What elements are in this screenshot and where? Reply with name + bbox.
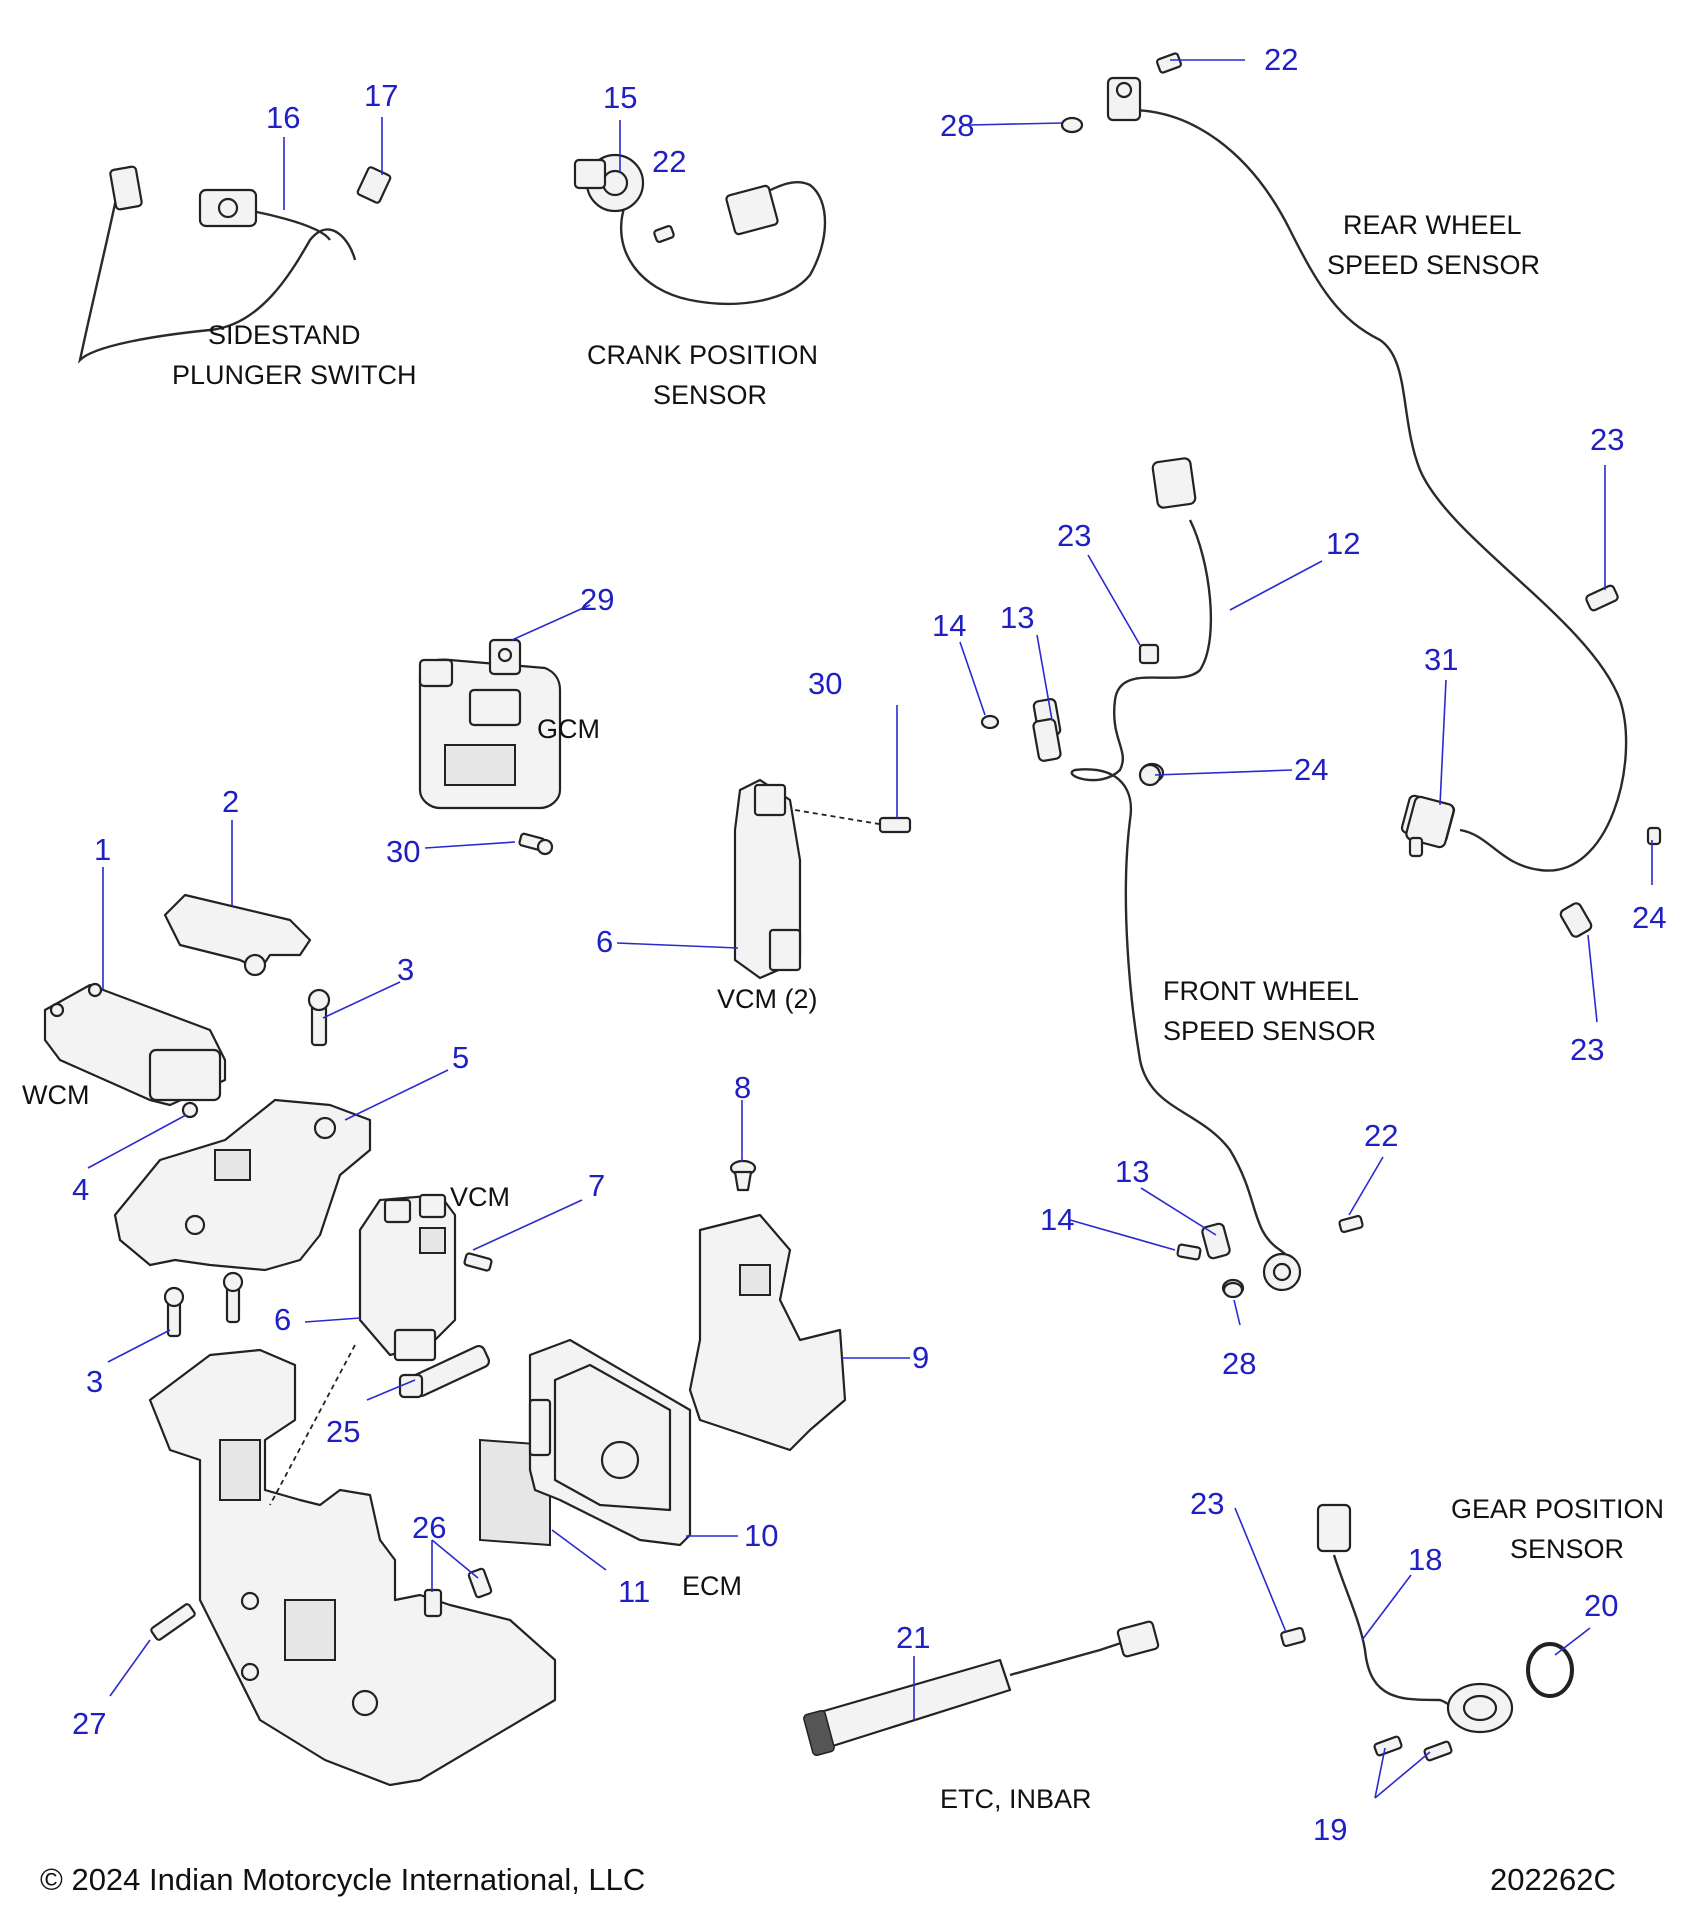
clip-25-art: [398, 1344, 491, 1399]
bracket-2-art: [163, 893, 312, 977]
callout-6a: 6: [596, 924, 613, 959]
callout-13a: 13: [1000, 600, 1034, 635]
leader-lines: [87, 59, 1653, 1799]
callout-23d: 23: [1190, 1486, 1224, 1521]
callout-6b: 6: [274, 1302, 291, 1337]
crank-sensor-art: [573, 153, 827, 306]
callout-20: 20: [1584, 1588, 1618, 1623]
callout-5: 5: [452, 1040, 469, 1075]
label-ecm: ECM: [682, 1571, 742, 1601]
callout-16: 16: [266, 100, 300, 135]
callout-4: 4: [72, 1172, 89, 1207]
gear-sensor-art: [1280, 1503, 1574, 1762]
label-rear-wheel-line1: REAR WHEEL: [1343, 210, 1522, 240]
callout-2: 2: [222, 784, 239, 819]
label-wcm: WCM: [22, 1080, 89, 1110]
etc-inbar-art: [803, 1620, 1160, 1756]
gcm-module-art: [418, 638, 562, 810]
callout-18: 18: [1408, 1542, 1442, 1577]
push-rivet-art: [729, 1159, 757, 1192]
label-rear-wheel-line2: SPEED SENSOR: [1327, 250, 1540, 280]
callout-23b: 23: [1590, 422, 1624, 457]
label-front-wheel-line1: FRONT WHEEL: [1163, 976, 1359, 1006]
callout-21: 21: [896, 1620, 930, 1655]
wcm-module-art: [43, 982, 227, 1107]
label-crank-line2: SENSOR: [653, 380, 767, 410]
bracket-9-art: [688, 1213, 847, 1452]
callout-14b: 14: [1040, 1202, 1074, 1237]
callout-22c: 22: [1364, 1118, 1398, 1153]
callout-9: 9: [912, 1340, 929, 1375]
callout-10: 10: [744, 1518, 778, 1553]
callout-1: 1: [94, 832, 111, 867]
callout-25: 25: [326, 1414, 360, 1449]
callout-13b: 13: [1115, 1154, 1149, 1189]
callout-3b: 3: [86, 1364, 103, 1399]
label-front-wheel-line2: SPEED SENSOR: [1163, 1016, 1376, 1046]
callout-3a: 3: [397, 952, 414, 987]
callout-22b: 22: [652, 144, 686, 179]
copyright-text: © 2024 Indian Motorcycle International, …: [40, 1862, 645, 1897]
callout-28a: 28: [940, 108, 974, 143]
label-vcm: VCM: [450, 1182, 510, 1212]
callout-29: 29: [580, 582, 614, 617]
callout-numbers: 1 2 3 3 4 5 6 6 7 8 9 10 11 12 13 13 14 …: [72, 42, 1666, 1847]
callout-17: 17: [364, 78, 398, 113]
callout-26: 26: [412, 1510, 446, 1545]
callout-12: 12: [1326, 526, 1360, 561]
callout-23c: 23: [1570, 1032, 1604, 1067]
screw-art: [163, 988, 331, 1338]
rear-sensor-31-art: [1405, 795, 1455, 858]
vcm-module-art: [358, 1193, 457, 1362]
assembly-labels: SIDESTAND PLUNGER SWITCH CRANK POSITION …: [22, 210, 1664, 1814]
callout-22a: 22: [1264, 42, 1298, 77]
ecm-module-art: [528, 1338, 692, 1547]
sidestand-switch-art: [77, 165, 392, 364]
small-clips-art: [980, 584, 1662, 1299]
drawing-number: 202262C: [1490, 1862, 1616, 1897]
screw-7-art: [463, 1252, 493, 1272]
callout-7: 7: [588, 1168, 605, 1203]
callout-24b: 24: [1632, 900, 1666, 935]
label-sidestand-line2: PLUNGER SWITCH: [172, 360, 417, 390]
label-gcm: GCM: [537, 714, 600, 744]
callout-27: 27: [72, 1706, 106, 1741]
label-etc-inbar: ETC, INBAR: [940, 1784, 1092, 1814]
tray-5-art: [113, 1098, 372, 1272]
front-wheel-sensor-art: [1032, 457, 1302, 1298]
callout-11: 11: [618, 1574, 650, 1609]
footer: © 2024 Indian Motorcycle International, …: [40, 1862, 1616, 1897]
label-sidestand-line1: SIDESTAND: [208, 320, 361, 350]
callout-15: 15: [603, 80, 637, 115]
callout-30a: 30: [808, 666, 842, 701]
callout-19: 19: [1313, 1812, 1347, 1847]
callout-8: 8: [734, 1070, 751, 1105]
label-gear-line2: SENSOR: [1510, 1534, 1624, 1564]
label-crank-line1: CRANK POSITION: [587, 340, 818, 370]
screw-30-art: [518, 832, 554, 856]
main-bracket-art: [148, 1344, 557, 1787]
callout-23a: 23: [1057, 518, 1091, 553]
callout-30b: 30: [386, 834, 420, 869]
callout-31: 31: [1424, 642, 1458, 677]
label-gear-line1: GEAR POSITION: [1451, 1494, 1664, 1524]
callout-14a: 14: [932, 608, 966, 643]
fastener-art: [150, 1567, 493, 1641]
callout-28b: 28: [1222, 1346, 1256, 1381]
rear-wheel-sensor-art: [1060, 52, 1628, 872]
vcm2-module-art: [733, 778, 912, 980]
callout-24a: 24: [1294, 752, 1328, 787]
label-vcm2: VCM (2): [717, 984, 818, 1014]
